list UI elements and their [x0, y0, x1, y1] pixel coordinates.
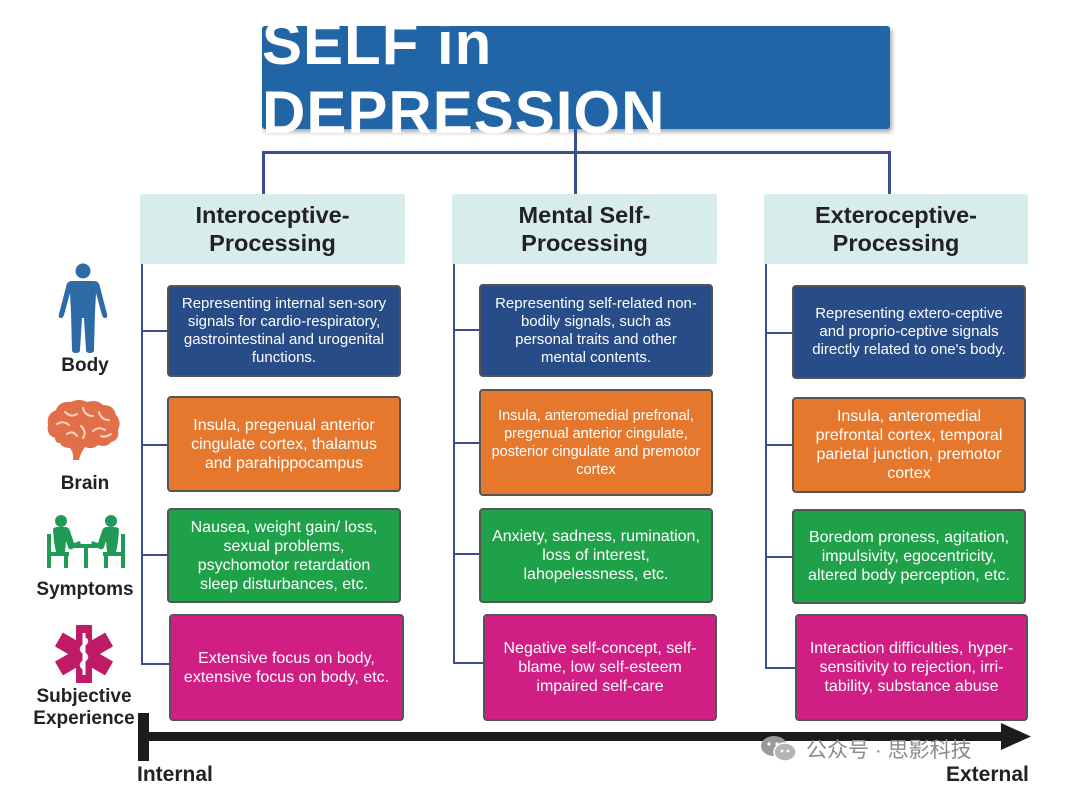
body-box-exteroceptive: Representing extero-ceptive and proprio-…: [792, 285, 1026, 379]
symptoms-box-exteroceptive: Boredom proness, agitation, impulsivity,…: [792, 509, 1026, 604]
branch: [453, 329, 479, 331]
watermark: 公众号 · 思影科技: [760, 734, 972, 764]
brain-box-mental-self: Insula, anteromedial prefronal, pregenua…: [479, 389, 713, 496]
axis-label-external: External: [946, 763, 1029, 786]
branch: [141, 554, 167, 556]
watermark-text: 公众号 · 思影科技: [806, 739, 972, 762]
page-title: SELF in DEPRESSION: [262, 10, 890, 146]
branch: [765, 444, 792, 446]
body-box-interoceptive: Representing internal sen-sory signals f…: [167, 285, 401, 377]
column-heading-mental-self: Mental Self-Processing: [452, 194, 717, 264]
symptoms-box-interoceptive: Nausea, weight gain/ loss, sexual proble…: [167, 508, 401, 603]
title-connector-vertical: [574, 129, 577, 153]
column-trunk-exteroceptive: [765, 264, 767, 668]
column-connector-right: [888, 151, 891, 194]
branch: [141, 444, 167, 446]
branch: [453, 553, 479, 555]
column-trunk-interoceptive: [141, 264, 143, 664]
internal-external-axis-arrow: [138, 713, 1031, 761]
brain-icon: [47, 400, 120, 460]
patient-doctor-consultation-icon: [47, 515, 125, 568]
subjective-box-mental-self: Negative self-concept, self-blame, low s…: [483, 614, 717, 721]
column-connector-left: [262, 151, 265, 194]
wechat-icon: [761, 736, 797, 762]
branch: [765, 667, 795, 669]
medical-star-of-life-icon: [55, 625, 113, 683]
column-heading-interoceptive: Interoceptive-Processing: [140, 194, 405, 264]
column-trunk-mental-self: [453, 264, 455, 664]
row-label-body: Body: [61, 355, 109, 376]
brain-box-exteroceptive: Insula, anteromedial prefrontal cortex, …: [792, 397, 1026, 493]
human-figure-icon: [58, 263, 108, 353]
subjective-box-interoceptive: Extensive focus on body, extensive focus…: [169, 614, 404, 721]
row-label-brain: Brain: [60, 473, 110, 494]
branch: [453, 442, 479, 444]
branch: [765, 556, 792, 558]
brain-box-interoceptive: Insula, pregenual anterior cingulate cor…: [167, 396, 401, 492]
subjective-box-exteroceptive: Interaction difficulties, hyper-sensitiv…: [795, 614, 1028, 721]
row-label-symptoms: Symptoms: [36, 579, 134, 600]
column-heading-exteroceptive: Exteroceptive-Processing: [764, 194, 1028, 264]
branch: [453, 662, 483, 664]
branch: [141, 330, 167, 332]
symptoms-box-mental-self: Anxiety, sadness, rumination, loss of in…: [479, 508, 713, 603]
branch: [765, 332, 792, 334]
column-connector-middle: [574, 151, 577, 194]
body-box-mental-self: Representing self-related non-bodily sig…: [479, 284, 713, 377]
branch: [141, 663, 169, 665]
axis-label-internal: Internal: [137, 763, 213, 786]
